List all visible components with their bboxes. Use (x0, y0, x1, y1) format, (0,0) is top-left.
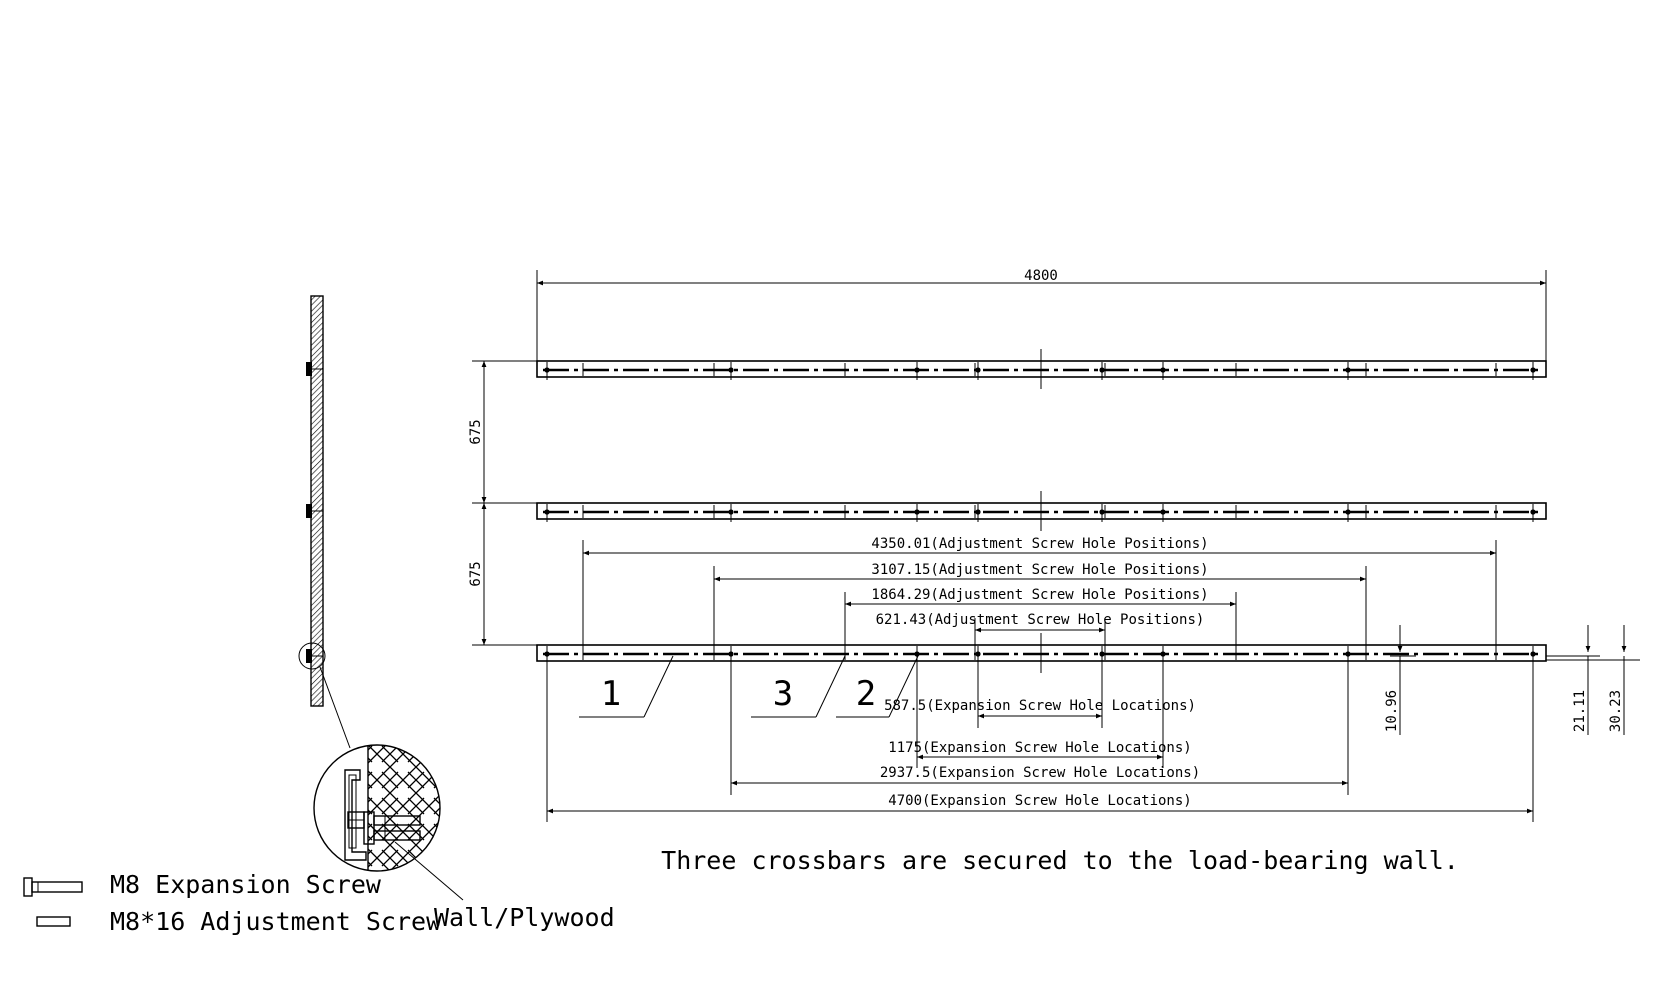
expansion-hole-mark (914, 504, 920, 522)
dim-exp-587-label: 587.5(Expansion Screw Hole Locations) (884, 698, 1196, 714)
dimensions: 4800 675 675 4350.01(Adjustment Screw Ho… (468, 268, 1640, 822)
expansion-hole-mark (1345, 362, 1351, 380)
expansion-hole-mark (728, 504, 734, 522)
detail-leader (319, 666, 351, 749)
expansion-hole-mark (728, 362, 734, 380)
expansion-hole-mark (1345, 504, 1351, 522)
side-bracket-middle (306, 504, 323, 518)
legend-adjustment-screw-label: M8*16 Adjustment Screw (110, 907, 442, 936)
dim-adj-4350-label: 4350.01(Adjustment Screw Hole Positions) (871, 536, 1208, 552)
expansion-hole-mark (1160, 504, 1166, 522)
dim-expansion-holes: 587.5(Expansion Screw Hole Locations) 11… (546, 660, 1534, 822)
wall-section (310, 295, 324, 707)
legend-expansion-screw-label: M8 Expansion Screw (110, 870, 382, 899)
callout-2-label: 2 (856, 674, 876, 714)
dim-adj-1864-label: 1864.29(Adjustment Screw Hole Positions) (871, 587, 1208, 603)
dim-spacing: 675 675 (468, 360, 537, 646)
expansion-hole-mark (1530, 362, 1536, 380)
expansion-hole-mark (975, 504, 981, 522)
callout-3-label: 3 (773, 674, 793, 714)
side-bracket-bottom (306, 649, 323, 663)
dim-overall-length: 4800 (536, 268, 1547, 363)
expansion-hole-mark (975, 362, 981, 380)
expansion-hole-mark (1099, 362, 1105, 380)
callout-1: 1 (579, 655, 674, 718)
dim-exp-1175-label: 1175(Expansion Screw Hole Locations) (888, 740, 1191, 756)
dim-exp-2937-label: 2937.5(Expansion Screw Hole Locations) (880, 765, 1200, 781)
callout-2: 2 (836, 655, 919, 718)
detail-view: Wall/Plywood (313, 744, 615, 932)
wall-plywood-label: Wall/Plywood (434, 903, 615, 932)
crossbar-middle (536, 491, 1547, 531)
crossbar-top (536, 349, 1547, 389)
expansion-hole-mark (544, 504, 550, 522)
crossbar-bottom (536, 633, 1547, 673)
callout-1-label: 1 (601, 674, 621, 714)
expansion-hole-mark (914, 362, 920, 380)
expansion-hole-mark (1099, 504, 1105, 522)
adjustment-screw-icon (36, 916, 71, 927)
mounting-note: Three crossbars are secured to the load-… (661, 846, 1459, 875)
dim-exp-4700-label: 4700(Expansion Screw Hole Locations) (888, 793, 1191, 809)
side-view (298, 295, 351, 749)
dim-overall-length-label: 4800 (1024, 268, 1058, 284)
legend: M8 Expansion Screw M8*16 Adjustment Scre… (23, 870, 442, 936)
dim-offset-3023-label: 30.23 (1608, 690, 1624, 732)
expansion-screw-icon (23, 877, 83, 897)
dim-adjustment-holes: 4350.01(Adjustment Screw Hole Positions)… (582, 536, 1497, 660)
detail-circle (313, 744, 441, 872)
crossbars (536, 349, 1547, 673)
dim-spacing-bottom-label: 675 (468, 561, 484, 586)
dim-offset-1096-label: 10.96 (1384, 690, 1400, 732)
side-bracket-top (306, 362, 323, 376)
dim-offsets: 10.96 21.11 30.23 (1384, 625, 1640, 735)
callouts: 1 3 2 (579, 655, 919, 718)
dim-offset-2111-label: 21.11 (1572, 690, 1588, 732)
callout-3: 3 (751, 655, 846, 718)
expansion-hole-mark (544, 362, 550, 380)
dim-adj-3107-label: 3107.15(Adjustment Screw Hole Positions) (871, 562, 1208, 578)
dim-adj-621-label: 621.43(Adjustment Screw Hole Positions) (876, 612, 1205, 628)
wall-label-leader (394, 841, 464, 901)
detail-marker-circle (298, 642, 326, 670)
expansion-hole-mark (1530, 504, 1536, 522)
dim-spacing-top-label: 675 (468, 419, 484, 444)
expansion-hole-mark (1160, 362, 1166, 380)
